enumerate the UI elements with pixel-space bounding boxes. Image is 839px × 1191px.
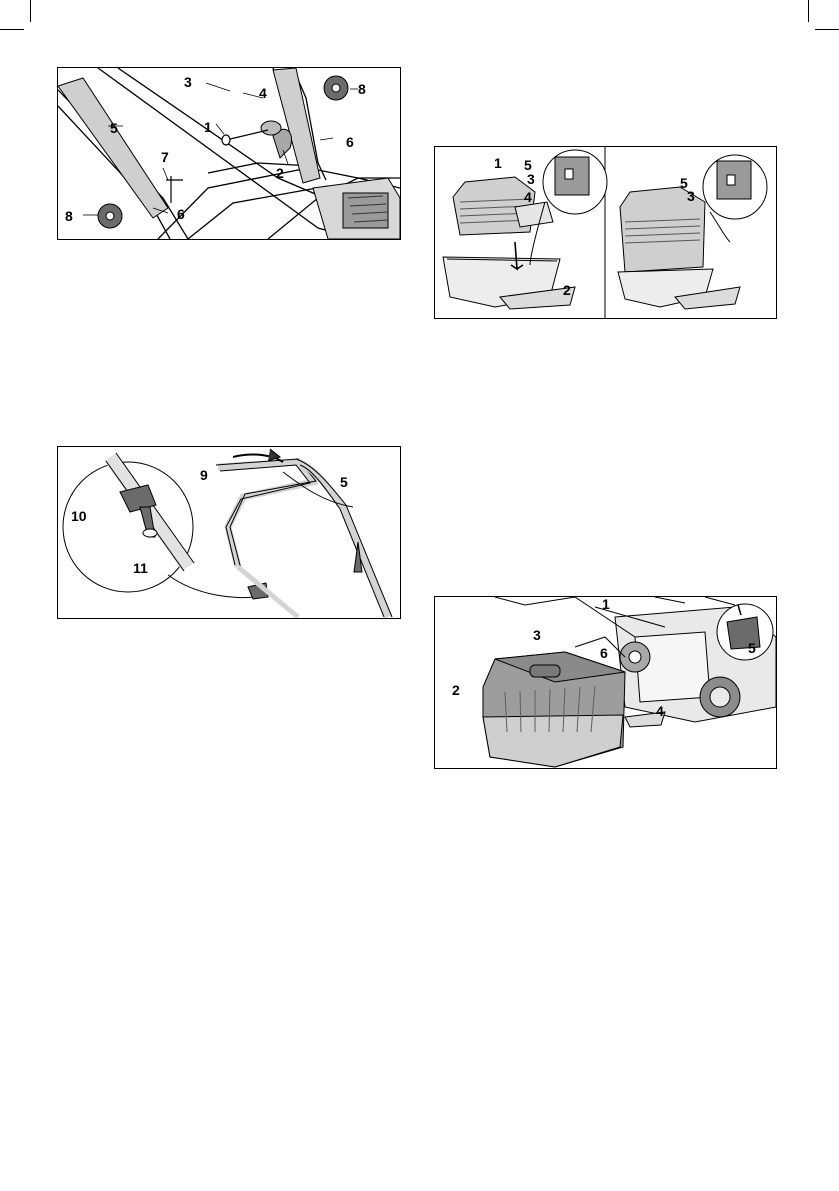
callout-label: 7 [161, 150, 169, 164]
callout-label: 2 [276, 166, 284, 180]
callout-label: 2 [563, 283, 571, 297]
callout-label: 5 [524, 158, 532, 172]
crop-mark-top-right-v [808, 0, 809, 22]
figure-handle-assembly: 3 4 8 1 5 7 6 2 8 6 [57, 67, 401, 240]
callout-label: 6 [346, 135, 354, 149]
callout-label: 3 [687, 189, 695, 203]
callout-label: 10 [71, 509, 87, 523]
callout-label: 1 [602, 597, 610, 611]
callout-label: 6 [600, 646, 608, 660]
callout-label: 3 [533, 628, 541, 642]
handle-assembly-illustration [58, 68, 400, 239]
callout-label: 5 [748, 641, 756, 655]
callout-label: 9 [200, 468, 208, 482]
callout-label: 8 [358, 82, 366, 96]
callout-label: 3 [184, 75, 192, 89]
crop-mark-top-left-v [30, 0, 31, 22]
cable-clip-illustration [58, 447, 400, 618]
callout-label: 5 [340, 475, 348, 489]
crop-mark-top-left-h [0, 29, 24, 30]
figure-grass-box-mounting: 1 3 6 2 4 5 [434, 596, 777, 769]
callout-label: 4 [524, 190, 532, 204]
callout-label: 11 [133, 561, 148, 575]
crop-mark-top-right-h [815, 29, 839, 30]
callout-label: 1 [204, 120, 212, 134]
callout-label: 4 [656, 704, 664, 718]
grass-box-assembly-illustration [435, 147, 776, 318]
callout-label: 3 [527, 172, 535, 186]
callout-label: 8 [65, 209, 73, 223]
figure-cable-clip: 9 5 10 11 [57, 446, 401, 619]
grass-box-mounting-illustration [435, 597, 776, 768]
figure-grass-box-assembly: 1 5 3 4 2 5 3 [434, 146, 777, 319]
callout-label: 2 [452, 683, 460, 697]
callout-label: 4 [259, 86, 267, 100]
callout-label: 1 [494, 156, 502, 170]
callout-label: 5 [110, 121, 118, 135]
callout-label: 6 [177, 207, 185, 221]
